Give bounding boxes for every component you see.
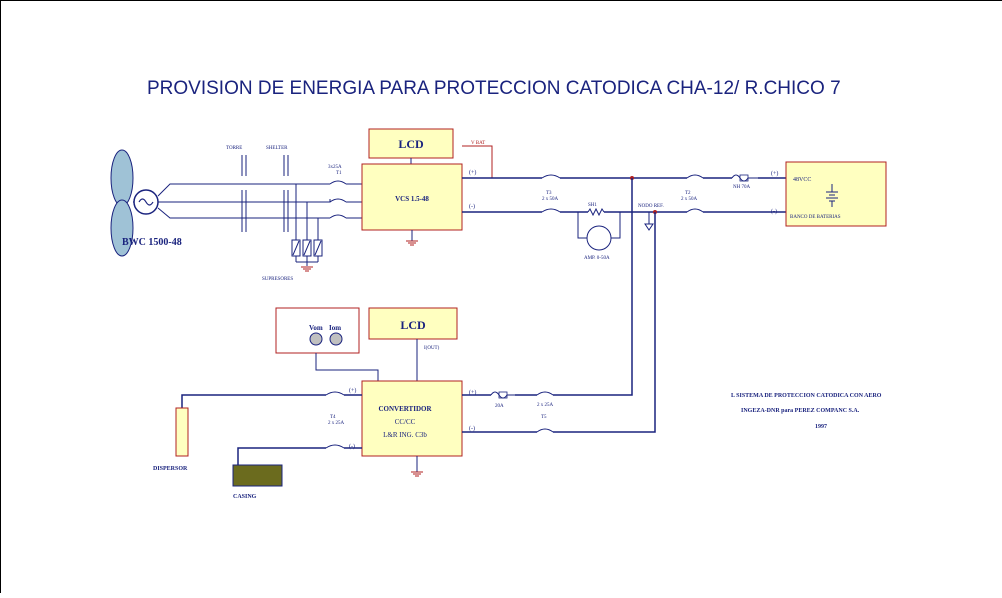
fuse-t5-group: [536, 391, 554, 433]
converter-label-1: CONVERTIDOR: [378, 405, 432, 413]
label-fuse-3x25: 3x25A: [328, 165, 342, 170]
main-dc-bus: [462, 177, 786, 213]
battery-voltage-label: 48VCC: [793, 177, 811, 183]
label-t5-rating: 2 x 25A: [537, 403, 554, 408]
footer-line-1: L SISTEMA DE PROTECCION CATODICA CON AER…: [731, 393, 882, 399]
shelter-separator: [283, 155, 289, 232]
node-ref-ground-icon: [644, 223, 654, 231]
lcd-bottom-label: LCD: [400, 318, 426, 332]
turbine-blade-top: [110, 149, 134, 207]
turbine-blade-bottom: [110, 199, 134, 257]
vcs-ground-icon: [406, 240, 418, 246]
meter-iom-label: Iom: [329, 324, 341, 332]
conv-in-plus-label: (+): [349, 387, 356, 394]
label-shelter: SHELTER: [266, 146, 288, 151]
fuse-t3-group: [541, 174, 561, 213]
fuse-t2-group: [686, 174, 704, 213]
converter-label-2: CC/CC: [395, 418, 416, 426]
casing-icon: [232, 464, 283, 487]
label-t2-rating: 2 x 50A: [681, 197, 698, 202]
footer-line-3: 1997: [815, 424, 827, 430]
fuse-20a-icon: [490, 391, 515, 399]
label-t3-rating: 2 x 50A: [542, 197, 559, 202]
label-nodo-ref: NODO REF.: [638, 204, 664, 209]
vcs-minus-label: (-): [469, 203, 475, 210]
three-phase-lines: [157, 183, 331, 219]
label-amp: AMP. 0-50A: [584, 256, 610, 261]
turbine-label: BWC 1500-48: [122, 237, 182, 248]
converter-label-3: L&R ING. C3b: [383, 431, 427, 439]
label-sh1: SH1: [588, 203, 597, 208]
meter-panel: [275, 307, 360, 354]
lcd-top-label: LCD: [398, 137, 424, 151]
battery-plus-label: (+): [771, 170, 778, 177]
lcd-top-box: [368, 128, 454, 159]
label-t3: T3: [546, 191, 552, 196]
iom-meter-icon: [329, 332, 343, 346]
label-t4-rating: 2 x 25A: [328, 421, 345, 426]
battery-bank-box: [785, 161, 887, 227]
ammeter-icon: [586, 225, 612, 251]
wind-turbine-icon: [110, 149, 159, 257]
label-t1: T1: [336, 171, 342, 176]
fuse-t1-group: [329, 180, 362, 219]
vbat-sense-line: [462, 145, 493, 178]
shunt-icon: [587, 207, 605, 217]
label-vbat: V BAT: [471, 141, 485, 146]
lcd-bottom-box: [368, 307, 458, 340]
converter-box: [361, 380, 463, 457]
vcs-label: VCS 1.5-48: [395, 195, 429, 203]
label-t5: T5: [541, 415, 547, 420]
converter-wiring: [181, 178, 656, 465]
footer-line-2: INGEZA-DNR para PEREZ COMPANC S.A.: [741, 408, 860, 414]
label-dispersor: DISPERSOR: [153, 466, 188, 472]
page-title: PROVISION DE ENERGIA PARA PROTECCION CAT…: [147, 78, 841, 99]
vom-meter-icon: [309, 332, 323, 346]
label-casing: CASING: [233, 494, 257, 500]
label-nh: NH 70A: [733, 185, 750, 190]
label-iout: I(OUT): [424, 346, 440, 351]
vcs-box: [361, 163, 463, 231]
label-fuse-20a: 20A: [495, 404, 504, 409]
supresores-icon: [291, 184, 323, 266]
vcs-plus-label: (+): [469, 169, 476, 176]
label-t4: T4: [330, 415, 336, 420]
meter-vom-label: Vom: [309, 324, 323, 332]
fuse-t4-group: [325, 391, 345, 449]
label-supresores: SUPRESORES: [262, 277, 293, 282]
battery-bank-label: BANCO DE BATERIAS: [790, 215, 841, 220]
conv-out-plus-label: (+): [469, 389, 476, 396]
converter-ground-icon: [411, 471, 423, 477]
battery-minus-label: (-): [771, 208, 777, 215]
ac-sine-icon: [138, 198, 154, 206]
label-t2: T2: [685, 191, 691, 196]
nh-fuse-icon: [731, 174, 758, 182]
ammeter-connection: [577, 212, 621, 239]
meter-connection: [315, 353, 379, 381]
battery-icon: [826, 184, 838, 207]
label-torre: TORRE: [226, 146, 242, 151]
supresores-ground-icon: [301, 266, 313, 272]
conv-out-minus-label: (-): [469, 425, 475, 432]
dispersor-icon: [175, 407, 189, 457]
conv-in-minus-label: (-): [349, 443, 355, 450]
torre-separator: [241, 155, 247, 232]
